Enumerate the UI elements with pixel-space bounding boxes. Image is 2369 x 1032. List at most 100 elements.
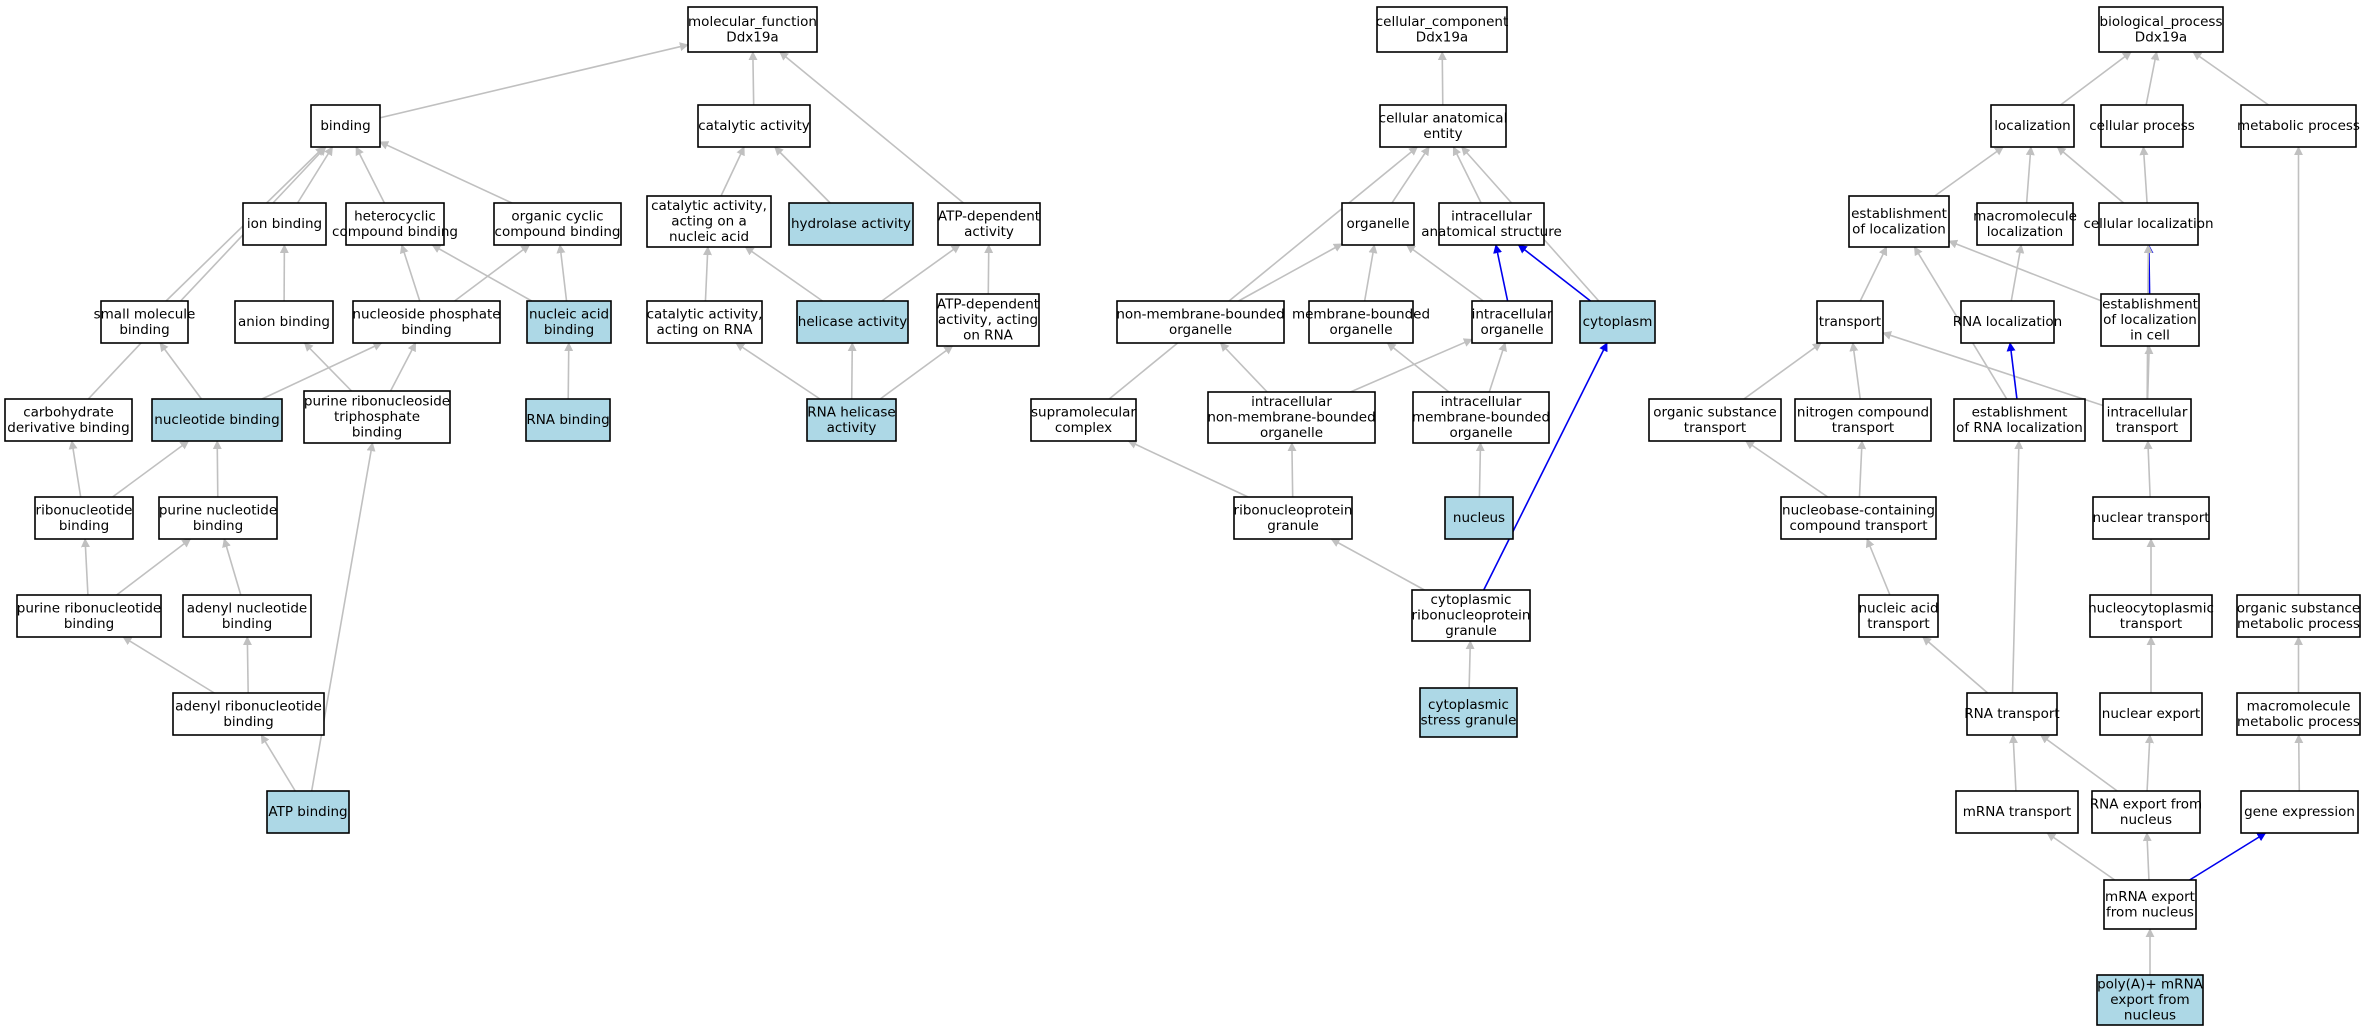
node-label-line: adenyl nucleotide bbox=[187, 600, 308, 616]
node-label-line: transport bbox=[2116, 420, 2178, 436]
edge-adenyl_ribo_b-to-purine_ribo_b bbox=[122, 636, 215, 694]
node-box bbox=[2096, 974, 2204, 1026]
edge-intra_nmbo-to-intra_org bbox=[1350, 338, 1473, 393]
node-label-line: localization bbox=[1994, 118, 2070, 134]
node-label-line: binding bbox=[352, 425, 402, 441]
node-label-line: membrane-bounded bbox=[1292, 306, 1430, 322]
edge-cae-to-cc bbox=[1437, 51, 1447, 106]
edge-adenyl_nuc_b-to-purine_nuc_b bbox=[222, 538, 242, 596]
edge-org_cyclic-to-binding bbox=[379, 141, 513, 204]
node-box bbox=[1233, 496, 1353, 540]
node-box bbox=[345, 202, 445, 246]
node-label-line: ribonucleotide bbox=[36, 502, 133, 518]
node-label-line: nucleus bbox=[1453, 510, 1505, 526]
edge-intra_mbo-to-mbo bbox=[1386, 342, 1450, 393]
edge-nucleic_transport-to-nucleobase_transport bbox=[1865, 538, 1891, 596]
node-label-line: Ddx19a bbox=[1416, 29, 1468, 45]
edge-purine_rnt-to-anion bbox=[303, 342, 353, 392]
node-label-line: granule bbox=[1445, 623, 1497, 639]
node-box bbox=[172, 692, 325, 736]
node-label-line: nucleocytoplasmic bbox=[2088, 600, 2214, 616]
node-label-line: organelle bbox=[1346, 216, 1409, 232]
edge-rna_helicase-to-atp_dep_rna bbox=[879, 345, 954, 400]
node-box bbox=[1648, 398, 1782, 442]
node-label-line: RNA binding bbox=[526, 412, 609, 428]
node-label-line: nucleic acid bbox=[529, 306, 609, 322]
node-box bbox=[796, 300, 909, 344]
node-label-line: RNA localization bbox=[1953, 314, 2062, 330]
edge-rnp_granule-to-intra_nmbo bbox=[1287, 442, 1297, 498]
node-box bbox=[1419, 687, 1518, 738]
node-label-line: binding bbox=[222, 616, 272, 632]
edge-purine_nuc_b-to-nucleotide_b bbox=[212, 440, 222, 498]
node-label-line: metabolic process bbox=[2237, 714, 2360, 730]
node-box bbox=[1780, 496, 1937, 540]
node-label-line: Ddx19a bbox=[2135, 29, 2187, 45]
edge-atp_binding-to-adenyl_ribo_b bbox=[260, 734, 296, 792]
node-box bbox=[266, 790, 350, 834]
node-label-line: transport bbox=[2120, 616, 2182, 632]
node-box bbox=[1341, 202, 1415, 246]
edge-rna_export-to-rna_transport bbox=[2039, 734, 2118, 792]
node-rna_loc: RNA localization bbox=[1953, 300, 2062, 344]
node-label-line: organelle bbox=[1480, 322, 1543, 338]
edge-mrna_export-to-mrna_transport bbox=[2046, 832, 2116, 881]
node-label-line: nuclear transport bbox=[2092, 510, 2209, 526]
edge-cell_process-to-bp bbox=[2145, 51, 2160, 106]
node-label-line: complex bbox=[1055, 420, 1112, 436]
edge-helicase-to-atp_dep bbox=[881, 244, 961, 302]
node-label-line: from nucleus bbox=[2106, 904, 2194, 920]
node-label-line: intracellular bbox=[1472, 306, 1553, 322]
edge-nitrogen_transport-to-transport bbox=[1849, 342, 1862, 400]
edge-atp_binding-to-purine_rnt bbox=[310, 442, 376, 792]
edge-purine_ribo_b-to-ribonuc_b bbox=[80, 538, 90, 596]
node-label-line: organelle bbox=[1449, 425, 1512, 441]
edge-rna_helicase-to-helicase bbox=[847, 342, 857, 400]
node-label-line: transport bbox=[1867, 616, 1929, 632]
node-box bbox=[1976, 202, 2074, 246]
node-label-line: intracellular bbox=[1441, 394, 1522, 410]
edge-estab_loc_cell-to-estab_loc bbox=[1948, 239, 2102, 302]
node-label-line: nitrogen compound bbox=[1797, 404, 1929, 420]
node-label-line: binding bbox=[119, 322, 169, 338]
node-label-line: molecular_function bbox=[688, 14, 817, 30]
node-box bbox=[1953, 398, 2086, 442]
node-label-line: small molecule bbox=[94, 306, 196, 322]
node-box bbox=[303, 390, 451, 444]
node-label-line: compound transport bbox=[1789, 518, 1927, 534]
edge-cell_loc-to-localization bbox=[2056, 146, 2125, 204]
edge-rna_transport-to-estab_rna_loc bbox=[2011, 440, 2024, 694]
node-label-line: compound binding bbox=[495, 224, 621, 240]
edge-mbo-to-organelle bbox=[1363, 244, 1378, 302]
node-label-line: on RNA bbox=[963, 328, 1014, 344]
edge-binding-to-mf bbox=[379, 42, 689, 119]
node-label-line: ribonucleoprotein bbox=[1234, 502, 1353, 518]
node-label-line: poly(A)+ mRNA bbox=[2097, 977, 2204, 993]
node-box bbox=[4, 398, 133, 442]
node-label-line: nucleotide binding bbox=[154, 412, 279, 428]
node-label-line: intracellular bbox=[1251, 394, 1332, 410]
node-atp_binding: ATP binding bbox=[266, 790, 350, 834]
edge-nucleotide_b-to-nuc_phos bbox=[261, 342, 383, 400]
node-box bbox=[158, 496, 278, 540]
node-box bbox=[1471, 300, 1553, 344]
node-label-line: nucleobase-containing bbox=[1782, 502, 1935, 518]
node-box bbox=[1030, 398, 1137, 442]
